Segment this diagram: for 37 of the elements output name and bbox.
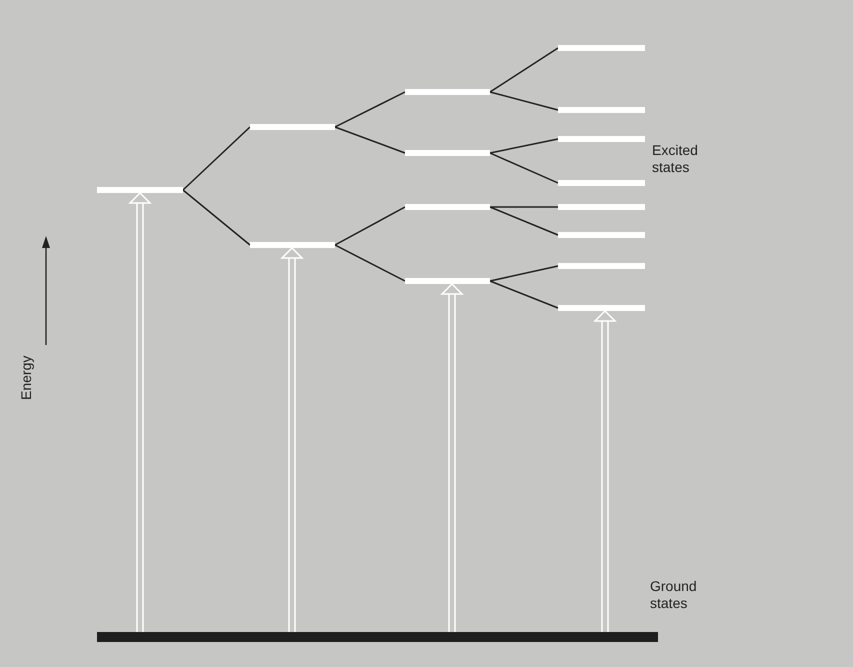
splitting-line	[182, 126, 251, 191]
transition-arrow	[593, 310, 617, 633]
state-label: Excited states	[652, 142, 699, 176]
transition-arrow	[440, 282, 464, 633]
splitting-line	[334, 91, 406, 128]
splitting-line	[334, 126, 406, 154]
splitting-line	[490, 47, 558, 93]
energy-level-bar	[250, 242, 335, 248]
energy-level-bar	[558, 263, 645, 269]
energy-level-bar	[97, 187, 183, 193]
splitting-line	[490, 206, 558, 236]
energy-level-bar	[558, 107, 645, 113]
energy-level-bar	[558, 136, 645, 142]
transition-arrow	[280, 246, 304, 633]
energy-level-bar	[405, 204, 490, 210]
energy-level-bar	[405, 150, 490, 156]
splitting-line	[334, 244, 406, 282]
splitting-line	[490, 91, 558, 111]
splitting-line	[490, 280, 558, 309]
energy-level-bar	[558, 305, 645, 311]
splitting-line	[490, 138, 558, 154]
transition-arrow	[128, 192, 152, 633]
energy-level-bar	[558, 180, 645, 186]
energy-level-bar	[405, 89, 490, 95]
splitting-line	[182, 189, 250, 246]
energy-level-bar	[558, 45, 645, 51]
energy-level-bar	[558, 204, 645, 210]
energy-level-bar	[405, 278, 490, 284]
energy-level-bar	[250, 124, 335, 130]
splitting-line	[490, 152, 558, 184]
axis-label: Energy	[18, 356, 35, 400]
state-label: Ground states	[650, 578, 698, 612]
splitting-line	[490, 265, 558, 282]
splitting-line	[334, 206, 406, 246]
ground-state-bar	[97, 632, 658, 642]
splitting-line	[490, 206, 558, 208]
energy-level-bar	[558, 232, 645, 238]
